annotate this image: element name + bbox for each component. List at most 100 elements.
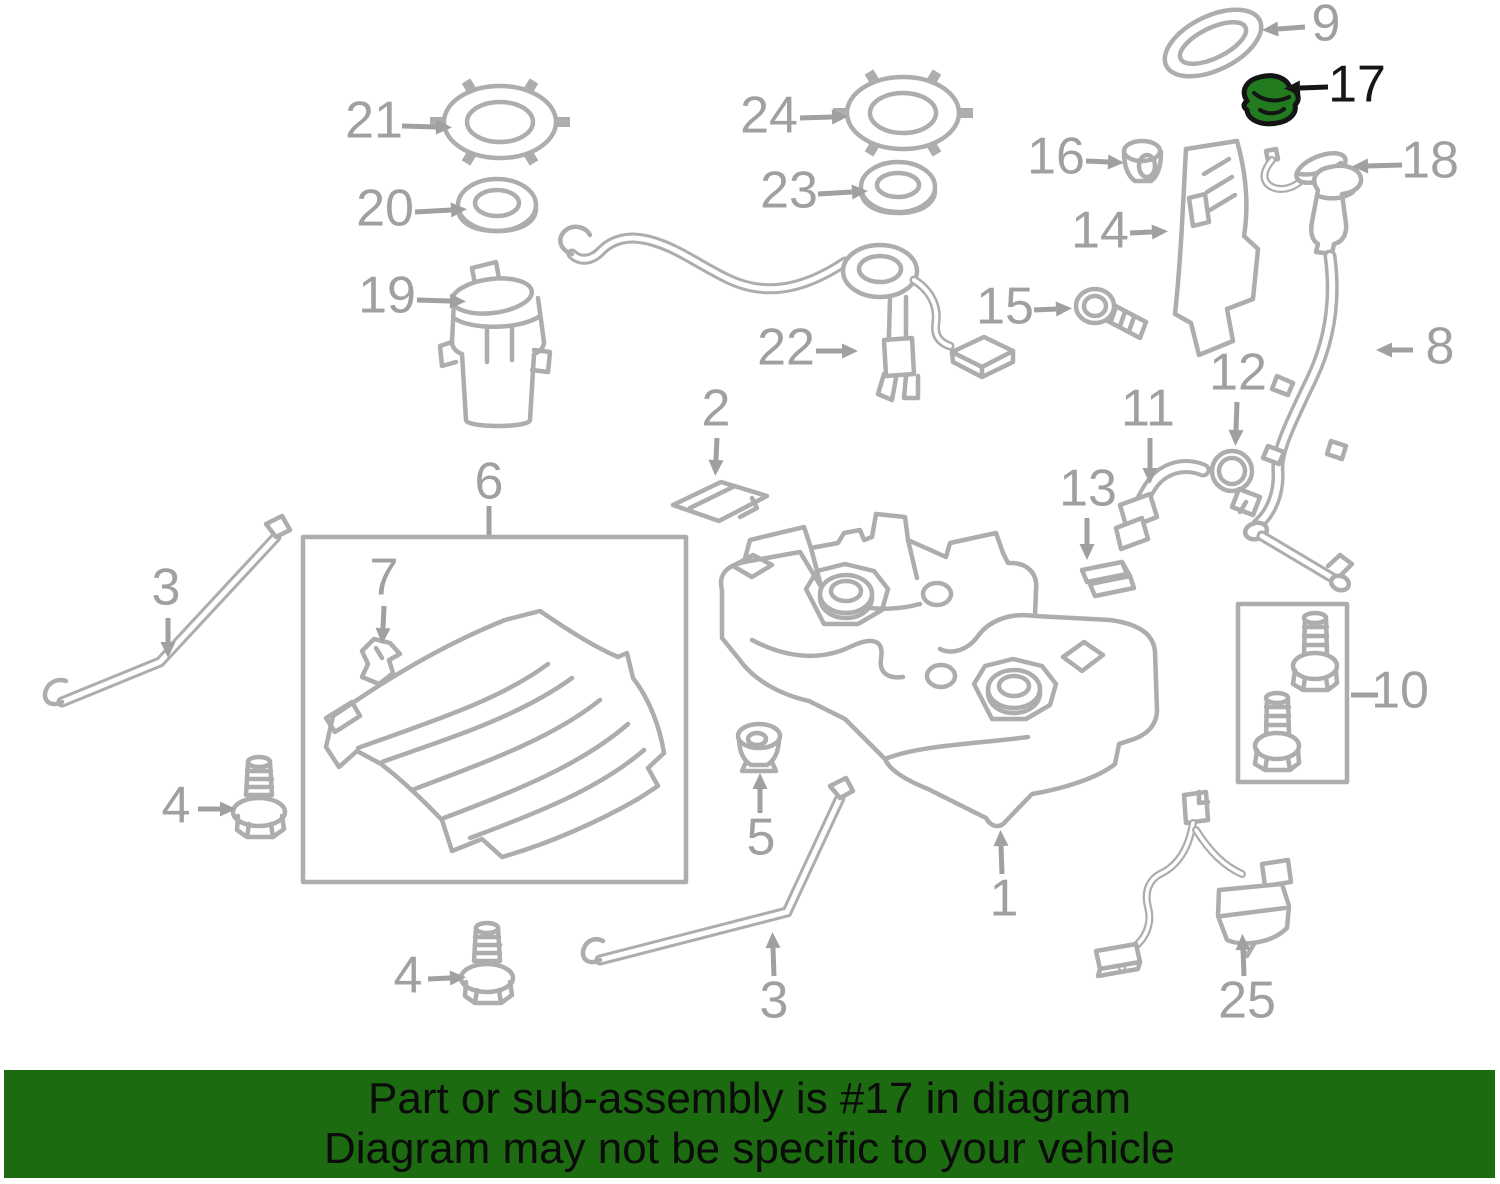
bolt-kit-10 (1235, 601, 1350, 785)
callout-arrowhead (1228, 429, 1244, 446)
part-label-17: 17 (1328, 56, 1386, 114)
part-label-3: 3 (152, 559, 181, 617)
callout-arrow (713, 437, 720, 461)
grommet-5 (735, 721, 783, 774)
callout-arrowhead (1055, 301, 1072, 317)
callout-arrow (414, 207, 452, 215)
bolt-10b (1252, 690, 1302, 773)
bolt-10a (1290, 610, 1340, 693)
protector-bracket-14 (1172, 138, 1261, 358)
filler-neck-8 (1242, 163, 1364, 593)
part-label-12: 12 (1209, 344, 1267, 402)
gasket-9 (1162, 7, 1264, 79)
callout-arrow (1233, 401, 1240, 431)
bolt-15 (1073, 286, 1149, 341)
part-label-15: 15 (976, 278, 1034, 336)
part-label-9: 9 (1312, 0, 1341, 53)
part-label-8: 8 (1426, 318, 1455, 376)
part-label-4: 4 (394, 947, 423, 1005)
filler-hose-11 (1113, 459, 1211, 552)
part-label-5: 5 (747, 809, 776, 867)
part-label-4: 4 (162, 777, 191, 835)
bolt-4-lower (458, 920, 516, 1006)
seal-ring-20 (455, 176, 539, 234)
tank-strap-3-lower (580, 775, 856, 966)
callout-arrowhead (1352, 158, 1369, 174)
part-label-2: 2 (702, 380, 731, 438)
callout-arrowhead (449, 970, 466, 986)
callout-layer: 2120192423221614159171881211131025153443… (152, 0, 1459, 1030)
callout-arrowhead (993, 830, 1009, 847)
part-label-11: 11 (1121, 380, 1175, 438)
callout-arrowhead (375, 627, 391, 644)
callout-arrow (1033, 306, 1057, 313)
callout-arrowhead (450, 202, 467, 218)
part-label-7: 7 (370, 549, 399, 607)
callout-arrowhead (435, 119, 452, 135)
callout-arrow (1129, 229, 1153, 236)
sensor-harness-25 (1093, 789, 1294, 979)
callout-arrowhead (765, 932, 781, 949)
callout-arrowhead (1107, 154, 1124, 170)
callout-arrowhead (842, 343, 858, 359)
pad-2 (670, 479, 770, 524)
part-label-21: 21 (345, 92, 403, 150)
callout-arrowhead (1262, 21, 1279, 37)
seal-ring-23 (858, 159, 938, 216)
callout-arrow (998, 845, 1005, 875)
grommet-16 (1121, 138, 1164, 184)
part-label-24: 24 (740, 87, 798, 145)
part-label-18: 18 (1401, 132, 1459, 190)
callout-arrow (1085, 158, 1109, 165)
callout-arrowhead (831, 109, 848, 125)
callout-arrowhead (1151, 224, 1168, 240)
callout-arrowhead (220, 801, 236, 817)
part-label-19: 19 (358, 267, 416, 325)
callout-arrow (817, 189, 853, 197)
callout-arrow (799, 114, 833, 121)
callout-arrow (401, 123, 437, 130)
fuel-tank-1 (718, 511, 1160, 829)
callout-arrowhead (851, 184, 868, 200)
fuel-level-sender-22 (558, 224, 1016, 403)
heat-shield-6 (300, 534, 689, 885)
callout-arrowhead (449, 293, 466, 309)
info-banner: Part or sub-assembly is #17 in diagram D… (4, 1070, 1495, 1178)
callout-arrow (416, 297, 451, 304)
part-label-25: 25 (1218, 972, 1276, 1030)
part-label-16: 16 (1027, 128, 1085, 186)
callout-arrow (1299, 84, 1329, 91)
callout-arrowhead (708, 459, 724, 476)
bolt-4-upper (230, 754, 288, 840)
callout-arrow (1277, 24, 1306, 32)
part-label-13: 13 (1059, 460, 1117, 518)
callout-arrow (1240, 949, 1247, 977)
part-label-1: 1 (990, 870, 1019, 928)
clip-bracket-13 (1079, 559, 1137, 599)
part-label-23: 23 (760, 162, 818, 220)
part-label-14: 14 (1071, 202, 1129, 260)
callout-arrowhead (160, 642, 176, 658)
callout-arrowhead (1376, 342, 1392, 358)
callout-arrowhead (752, 773, 768, 789)
lock-ring-21 (430, 78, 570, 166)
banner-line-1: Part or sub-assembly is #17 in diagram (368, 1074, 1131, 1123)
callout-arrowhead (1235, 934, 1251, 951)
callout-arrow (380, 605, 387, 629)
highlighted-part-17 (1241, 73, 1301, 127)
banner-line-2: Diagram may not be specific to your vehi… (323, 1124, 1176, 1173)
callout-arrowhead (1079, 544, 1095, 560)
part-label-22: 22 (757, 319, 815, 377)
fuel-pump-module-19 (437, 259, 553, 429)
callout-arrow (770, 947, 777, 977)
lock-ring-24 (833, 69, 973, 157)
callout-arrowhead (1284, 80, 1301, 96)
part-label-10: 10 (1371, 662, 1429, 720)
callout-arrowhead (1142, 468, 1158, 484)
part-label-6: 6 (475, 453, 504, 511)
part-label-20: 20 (356, 180, 414, 238)
part-label-3: 3 (760, 972, 789, 1030)
callout-arrow (1367, 162, 1403, 169)
tank-strap-3-upper (42, 513, 293, 708)
